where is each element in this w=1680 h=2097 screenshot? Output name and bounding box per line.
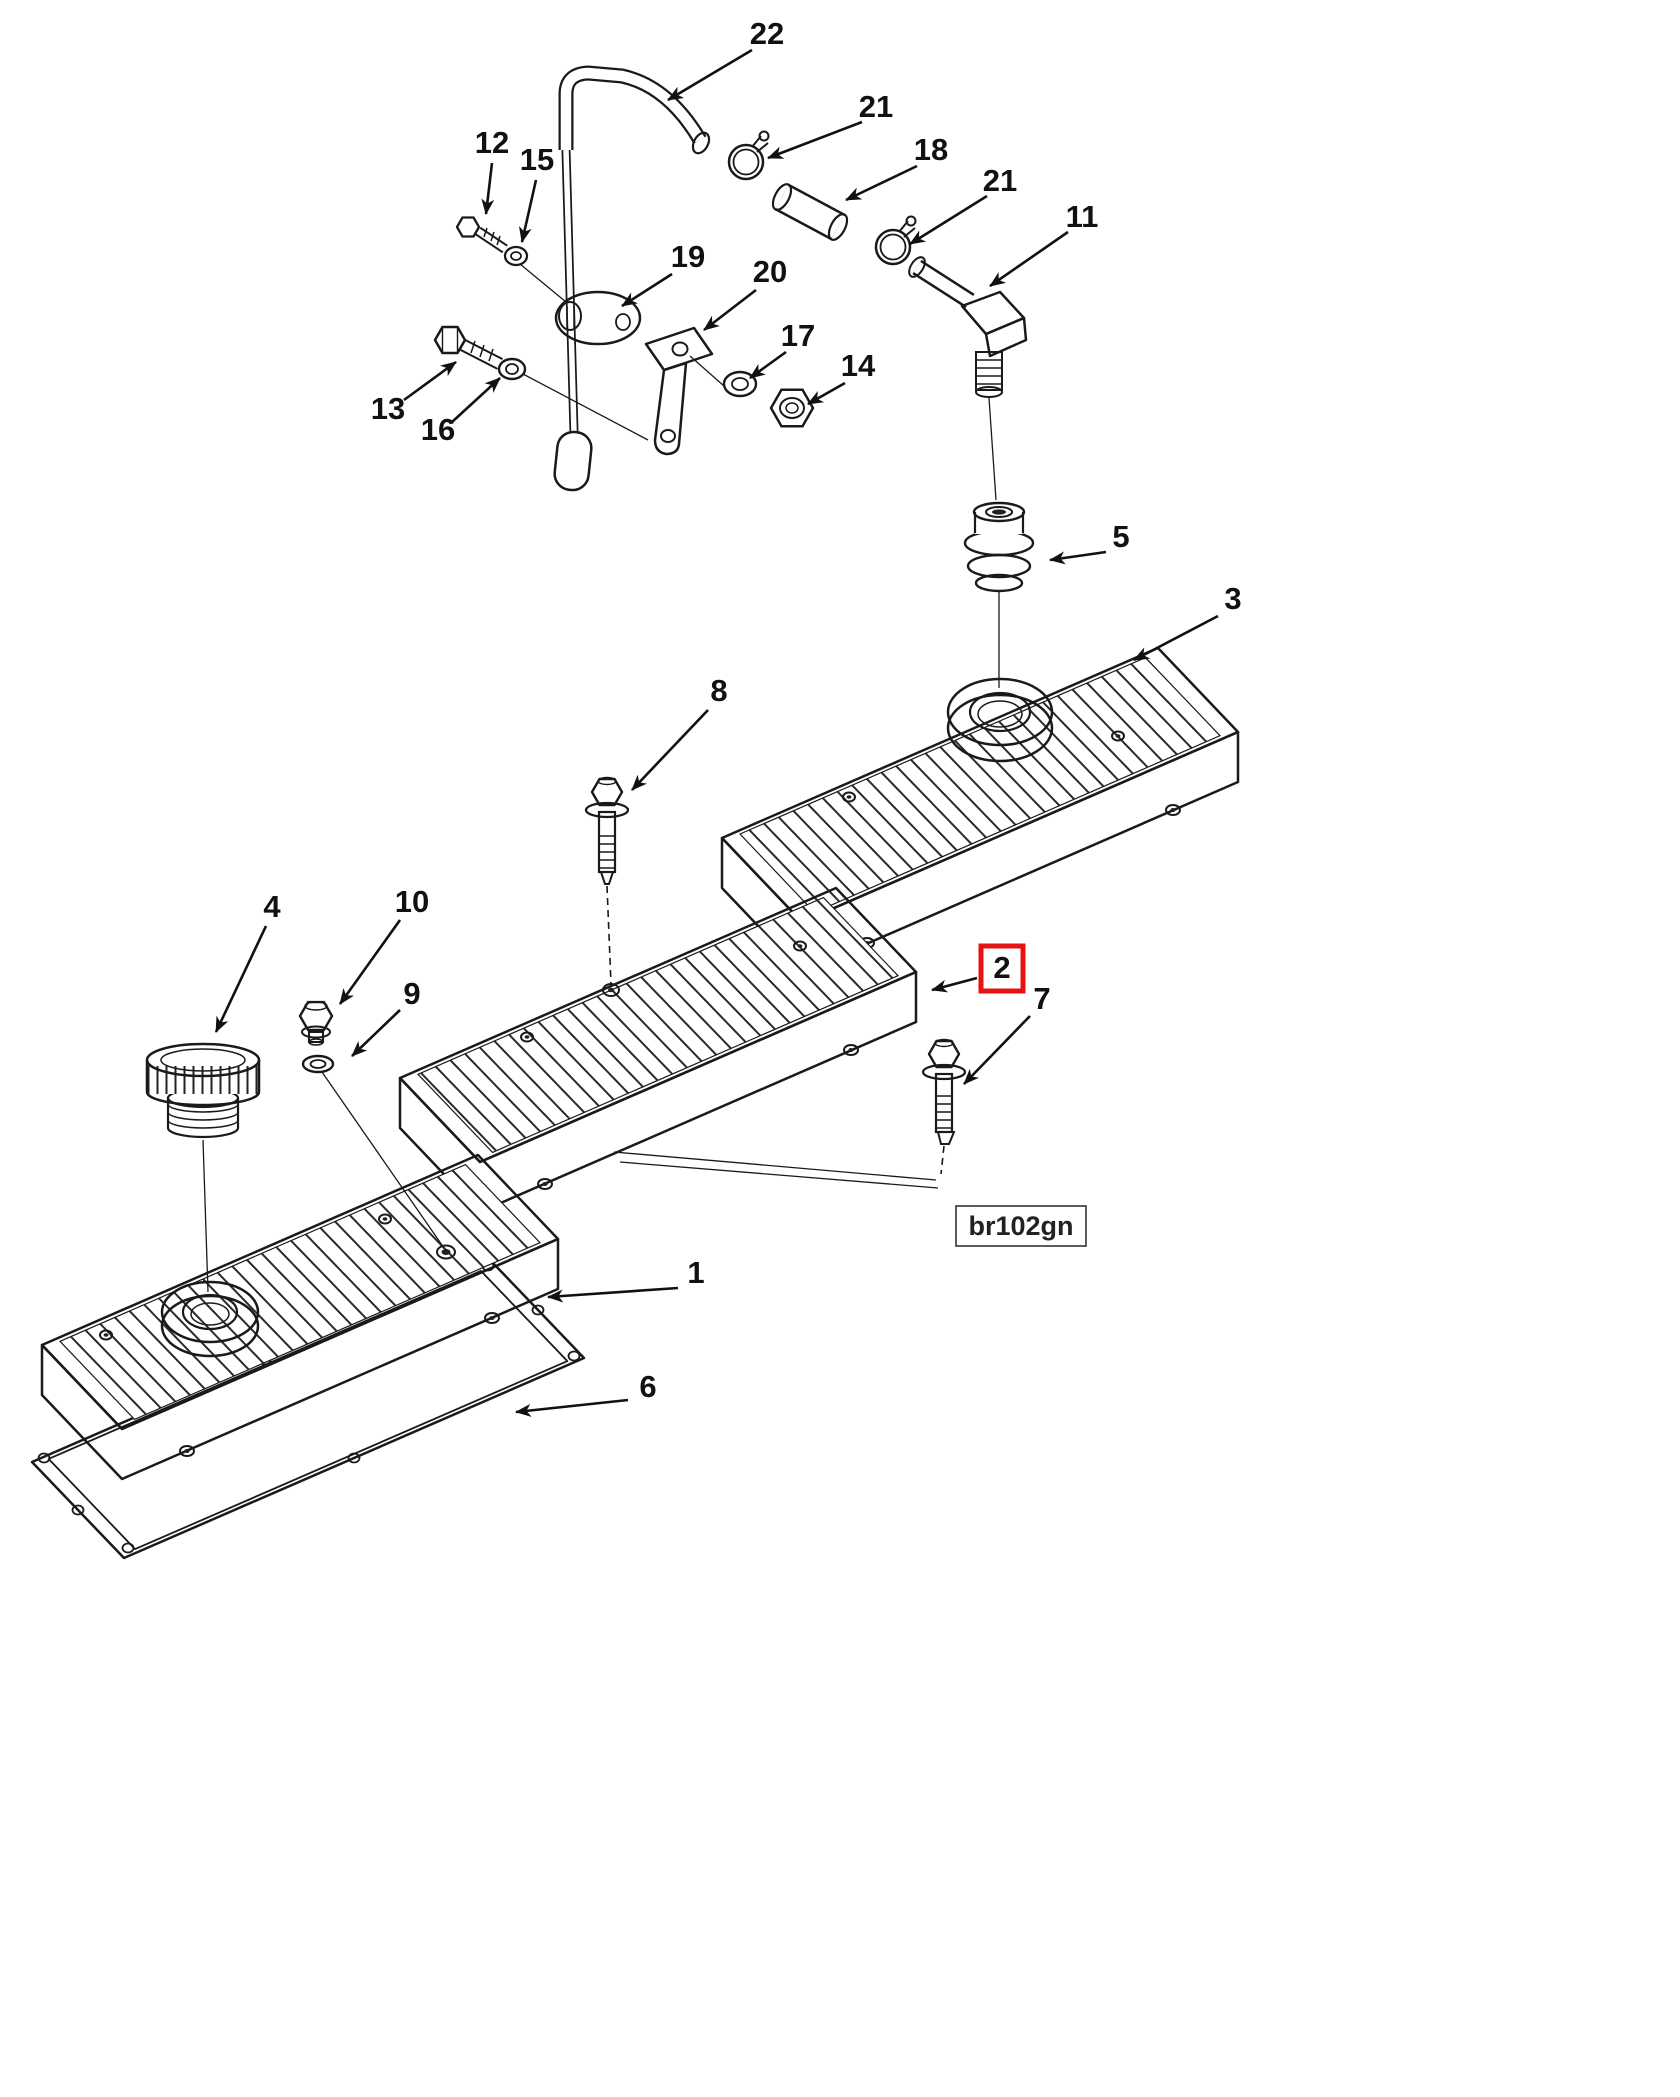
- arrow-5: [1049, 550, 1107, 565]
- callout-21-lower: 21: [983, 163, 1017, 198]
- arrow-16: [451, 377, 501, 423]
- callout-arrows: [214, 48, 1219, 1417]
- arrow-8: [631, 709, 709, 791]
- figure-ref-code: br102gn: [968, 1211, 1073, 1241]
- arrow-3: [1133, 614, 1219, 662]
- arrow-14: [807, 381, 846, 406]
- callout-3: 3: [1224, 581, 1241, 616]
- figure-ref-box: br102gn: [955, 1205, 1087, 1247]
- arrow-2: [931, 976, 978, 993]
- part-bracket-20: [644, 326, 714, 456]
- highlight-box-part-2: [978, 943, 1026, 994]
- arrow-6: [515, 1398, 629, 1417]
- alignment-lines: [202, 263, 1000, 1293]
- tube-end-sleeve: [553, 430, 593, 492]
- part-bolt-13: [433, 325, 503, 370]
- arrow-21-upper: [767, 120, 863, 160]
- part-bolt-7: [921, 1038, 967, 1145]
- arrow-1: [547, 1286, 679, 1303]
- callout-9: 9: [403, 976, 420, 1011]
- part-filler-cap-4: [145, 1042, 261, 1139]
- arrow-11: [989, 230, 1069, 288]
- part-valve-cover-1: [40, 1153, 560, 1481]
- arrow-13: [403, 360, 457, 402]
- arrow-18: [845, 164, 918, 202]
- callout-17: 17: [781, 318, 815, 353]
- part-washer-15: [503, 245, 529, 267]
- arrow-17: [749, 350, 787, 380]
- callout-10: 10: [395, 884, 429, 919]
- cover-1-bolt-holes: [99, 1213, 500, 1457]
- callout-21-upper: 21: [859, 89, 893, 124]
- callout-8: 8: [710, 673, 727, 708]
- callout-18: 18: [914, 132, 948, 167]
- part-bolt-12: [455, 216, 508, 254]
- arrow-7: [963, 1015, 1031, 1085]
- part-breather-tube-22: [553, 65, 711, 492]
- arrow-10: [338, 919, 402, 1005]
- arrow-20: [703, 288, 757, 332]
- arrow-22: [667, 48, 753, 102]
- callout-13: 13: [371, 391, 405, 426]
- callout-7: 7: [1033, 981, 1050, 1016]
- callout-5: 5: [1112, 519, 1129, 554]
- part-washer-9: [301, 1054, 335, 1074]
- part-washer-17: [722, 370, 758, 398]
- part-bolt-8: [584, 776, 630, 885]
- part-washer-16: [497, 357, 527, 381]
- part-hose-clamp-21-upper: [727, 130, 770, 181]
- arrow-9: [351, 1009, 401, 1057]
- callout-2[interactable]: 2: [993, 950, 1010, 985]
- callout-19: 19: [671, 239, 705, 274]
- arrow-19: [621, 272, 673, 308]
- callout-11: 11: [1066, 199, 1099, 234]
- part-valve-cover-2: [398, 886, 918, 1214]
- arrow-15: [518, 179, 538, 243]
- part-hose-18: [771, 183, 849, 241]
- arrow-21-lower: [909, 194, 988, 246]
- callout-14: 14: [841, 348, 876, 383]
- cover-2-bolt-holes: [520, 940, 859, 1190]
- callout-15: 15: [520, 142, 554, 177]
- part-grommet-5: [963, 501, 1035, 593]
- cover-1-port: [160, 1280, 260, 1358]
- arrow-4: [214, 925, 268, 1033]
- part-hose-clamp-21-lower: [874, 215, 917, 266]
- callout-4: 4: [263, 889, 281, 924]
- callout-6: 6: [639, 1369, 656, 1404]
- arrow-12: [481, 162, 495, 215]
- part-plug-10: [298, 1000, 334, 1046]
- callout-1: 1: [687, 1255, 704, 1290]
- cover-3-port: [946, 677, 1054, 763]
- part-clamp-19: [554, 290, 642, 346]
- part-nut-14: [769, 388, 815, 428]
- callout-16: 16: [421, 412, 455, 447]
- callout-20: 20: [753, 254, 787, 289]
- callout-22: 22: [750, 16, 784, 51]
- callout-12: 12: [475, 125, 509, 160]
- part-elbow-fitting-11: [908, 256, 1028, 398]
